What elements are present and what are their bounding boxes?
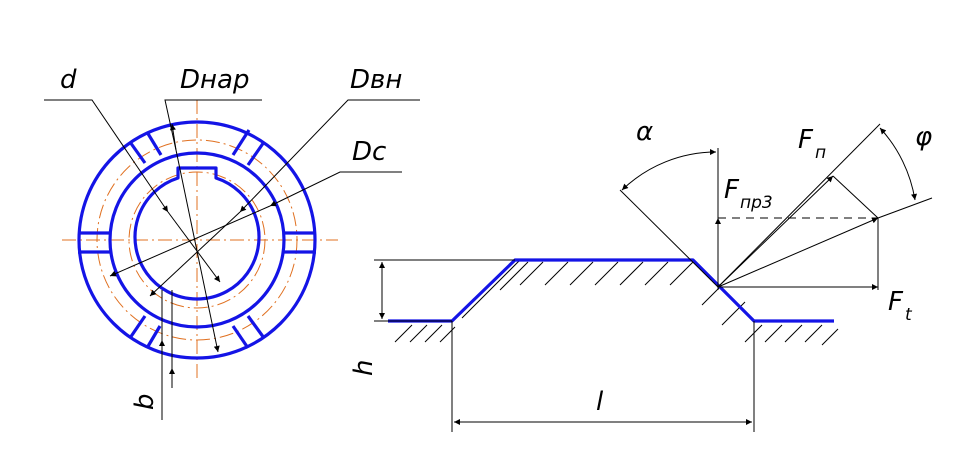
label-h: h — [349, 360, 379, 376]
profile-view: α φ F п F пр3 F t h l — [349, 117, 933, 432]
pitch-circle-outer — [96, 139, 298, 341]
label-d-c: Dс — [352, 137, 386, 167]
outer-contour — [77, 120, 317, 360]
dimension-l — [451, 321, 755, 432]
slots — [78, 129, 316, 349]
label-f-n: F — [798, 125, 814, 155]
dimension-h — [374, 259, 515, 322]
label-d: d — [60, 65, 77, 95]
ring-leaders — [44, 99, 420, 353]
label-f-pr-sub: пр3 — [740, 193, 773, 213]
label-f-pr: F — [724, 175, 740, 205]
label-d-vn: Dвн — [350, 65, 402, 95]
force-diagram — [619, 123, 933, 290]
label-alpha: α — [636, 117, 653, 147]
label-b: b — [130, 393, 160, 410]
hatching — [394, 259, 839, 346]
label-phi: φ — [915, 122, 932, 152]
label-l: l — [596, 387, 604, 417]
pitch-circle-inner — [128, 171, 266, 309]
label-d-nar: Dнар — [180, 65, 249, 95]
dimension-b — [159, 290, 175, 420]
label-f-t: F — [888, 287, 904, 317]
inner-contour — [108, 151, 286, 329]
label-f-n-sub: п — [815, 143, 826, 163]
label-f-t-sub: t — [905, 305, 913, 325]
ring-view: d Dнар Dвн Dс b — [44, 65, 420, 420]
